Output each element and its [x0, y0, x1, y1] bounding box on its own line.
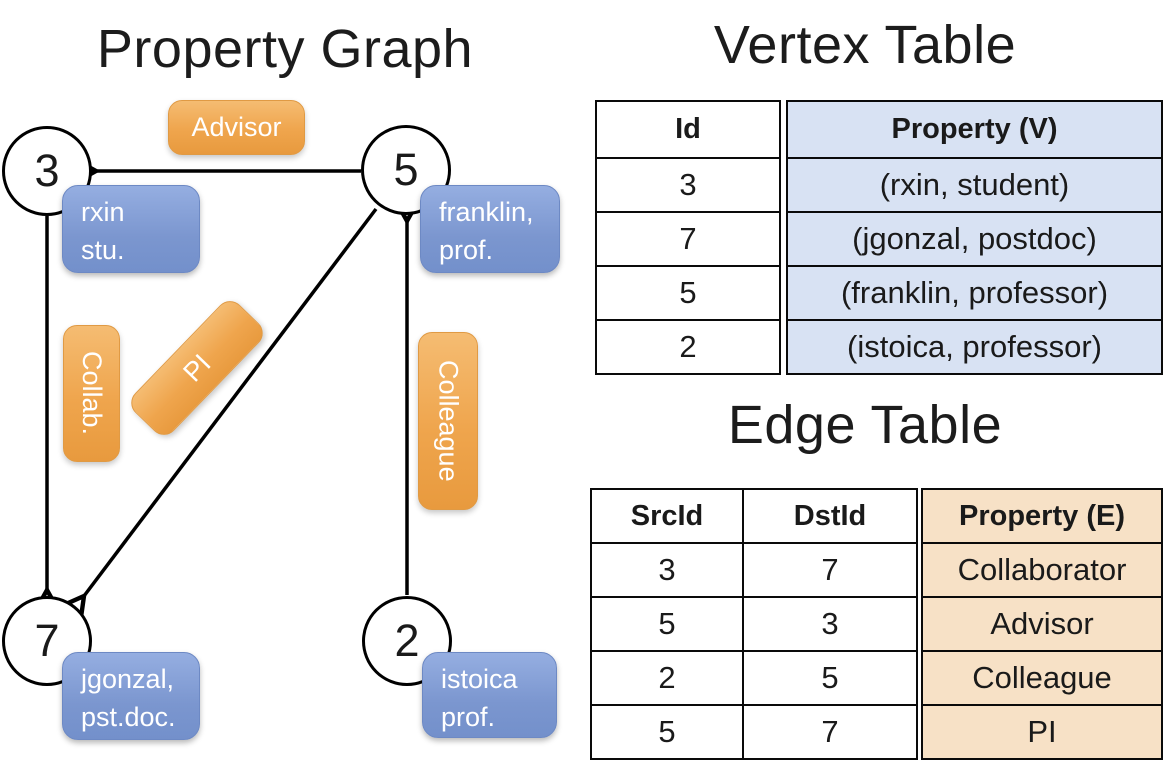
edge-label-advisor: Advisor — [168, 100, 305, 155]
vertex-property-box-franklin: franklin, prof. — [420, 185, 560, 273]
edge-table-property-column: Property (E) Collaborator Advisor Collea… — [921, 488, 1163, 760]
vertex-property-line: franklin, — [439, 197, 534, 227]
table-cell: (jgonzal, postdoc) — [786, 211, 1163, 267]
edge-table-header-srcid: SrcId — [590, 488, 744, 544]
vertex-table-id-column: Id 3 7 5 2 — [595, 100, 781, 375]
vertex-property-line: prof. — [439, 234, 494, 265]
table-cell: 3 — [590, 542, 744, 598]
vertex-property-line: prof. — [441, 701, 496, 732]
vertex-property-line: pst.doc. — [81, 701, 176, 732]
vertex-property-box-rxin: rxin stu. — [62, 185, 200, 273]
property-graph-title: Property Graph — [96, 19, 474, 79]
edge-table-header-dstid: DstId — [742, 488, 918, 544]
table-cell: Advisor — [921, 596, 1163, 652]
vertex-table-property-column: Property (V) (rxin, student) (jgonzal, p… — [786, 100, 1163, 375]
vertex-table-header-id: Id — [595, 100, 781, 159]
table-cell: 7 — [742, 704, 918, 760]
vertex-property-line: jgonzal, — [81, 664, 175, 694]
table-cell: (franklin, professor) — [786, 265, 1163, 321]
table-cell: (istoica, professor) — [786, 319, 1163, 375]
table-cell: 2 — [590, 650, 744, 706]
table-cell: PI — [921, 704, 1163, 760]
edge-label-colleague: Colleague — [418, 332, 478, 510]
vertex-property-line: istoica — [441, 664, 518, 694]
edge-label-collab: Collab. — [63, 325, 120, 462]
vertex-property-line: rxin — [81, 197, 125, 227]
edge-arrow-5-7 — [64, 207, 378, 617]
vertex-property-box-istoica: istoica prof. — [422, 652, 557, 738]
edge-table-title: Edge Table — [727, 395, 1003, 455]
table-cell: 3 — [595, 157, 781, 213]
table-cell: Collaborator — [921, 542, 1163, 598]
vertex-property-line: stu. — [81, 234, 125, 265]
edge-table-src-dst-columns: SrcId DstId 3 7 5 3 2 5 5 7 — [590, 488, 918, 760]
table-cell: 7 — [742, 542, 918, 598]
table-cell: 2 — [595, 319, 781, 375]
table-cell: 5 — [590, 704, 744, 760]
vertex-table-header-property: Property (V) — [786, 100, 1163, 159]
table-cell: 3 — [742, 596, 918, 652]
vertex-table-title: Vertex Table — [713, 15, 1017, 75]
table-cell: (rxin, student) — [786, 157, 1163, 213]
table-cell: Colleague — [921, 650, 1163, 706]
table-cell: 5 — [595, 265, 781, 321]
vertex-property-box-jgonzal: jgonzal, pst.doc. — [62, 652, 200, 740]
table-cell: 7 — [595, 211, 781, 267]
edge-table-header-property: Property (E) — [921, 488, 1163, 544]
table-cell: 5 — [590, 596, 744, 652]
table-cell: 5 — [742, 650, 918, 706]
